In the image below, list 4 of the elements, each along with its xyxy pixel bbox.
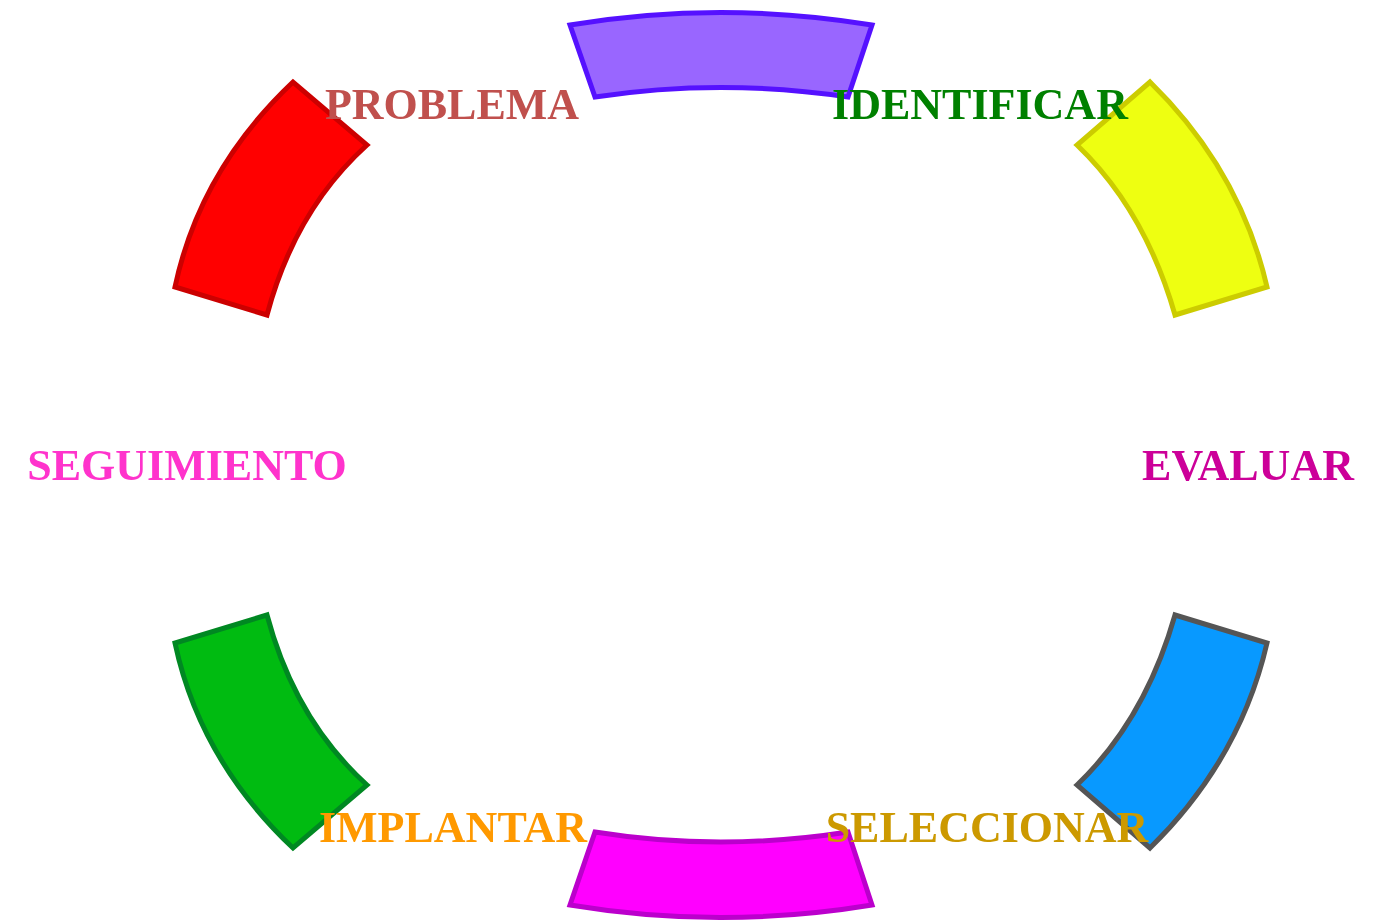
stage-label: IMPLANTAR bbox=[318, 806, 588, 850]
stage-label: SEGUIMIENTO bbox=[27, 444, 347, 488]
stage-label: EVALUAR bbox=[1142, 444, 1354, 488]
stage-label: PROBLEMA bbox=[324, 83, 580, 127]
